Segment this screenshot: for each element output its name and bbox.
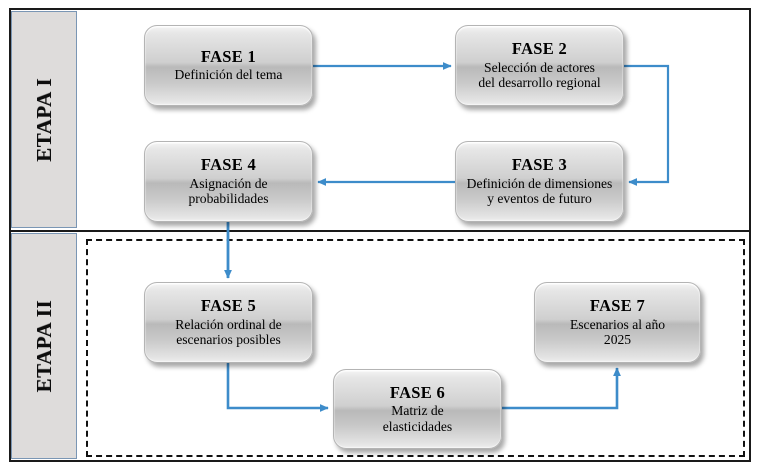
phase-desc-fase-1: Definición del tema [174, 67, 283, 83]
phase-title-fase-3: FASE 3 [511, 155, 568, 175]
phase-title-fase-4: FASE 4 [200, 155, 257, 175]
phase-title-fase-7: FASE 7 [589, 296, 646, 316]
phase-title-fase-1: FASE 1 [200, 47, 257, 67]
diagram-outer-frame [9, 8, 751, 462]
stage-label-etapa-1: ETAPA I [31, 77, 56, 162]
phase-box-fase-1[interactable]: FASE 1 Definición del tema [144, 25, 313, 106]
stage-column-etapa-2: ETAPA II [11, 233, 77, 459]
phase-title-fase-6: FASE 6 [389, 382, 446, 402]
stage-divider-line [9, 230, 751, 232]
phase-title-fase-5: FASE 5 [200, 296, 257, 316]
phase-title-fase-2: FASE 2 [511, 39, 568, 59]
stage-label-etapa-2: ETAPA II [31, 299, 56, 393]
stage-column-etapa-1: ETAPA I [11, 11, 77, 228]
etapa-2-dashed-group-box [86, 239, 745, 457]
